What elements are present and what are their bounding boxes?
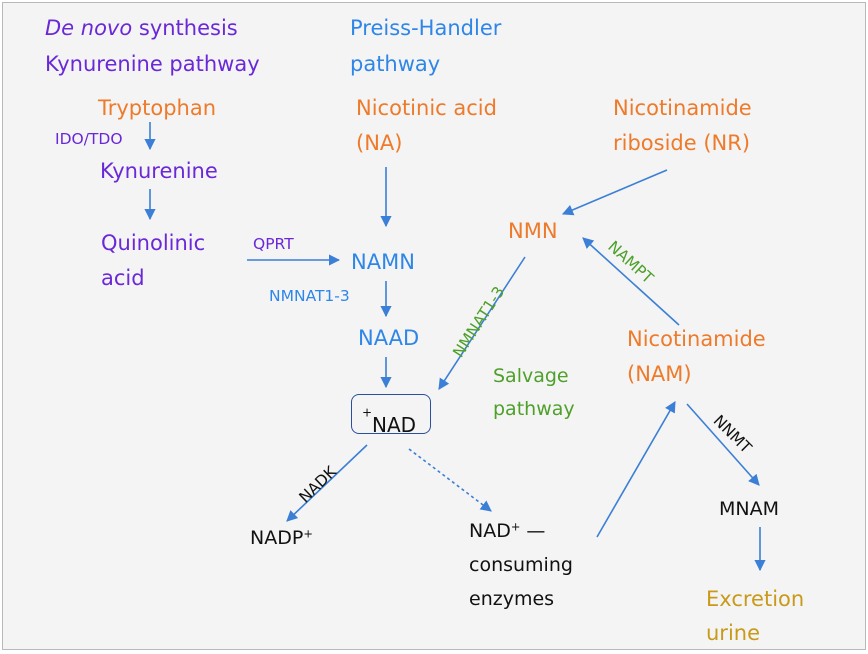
arrow-nam-mnam [686,403,760,486]
consuming-nad-superscript: + [510,519,521,534]
tryptophan-label: Tryptophan [98,96,217,120]
nadp-base: NADP [250,527,304,549]
nadp-label: NADP+ [250,526,313,549]
arrow-consuming-nam [596,401,676,538]
quinolinic-acid-label-line2: acid [101,266,145,290]
nad-label: NAD+ [362,404,416,437]
salvage-pathway-header-line2: pathway [493,398,575,420]
nicotinamide-riboside-label-line1: Nicotinamide [613,96,752,120]
denovo-synthesis-header: De novo synthesis [45,18,238,39]
arrow-nmn-nad [438,256,526,390]
arrow-nad-consuming [408,448,492,512]
pathway-arrows [144,122,766,572]
nadp-superscript: + [303,526,313,541]
kynurenine-pathway-header: Kynurenine pathway [45,52,260,76]
nicotinamide-label-line2: (NAM) [627,362,692,386]
qprt-enzyme-label: QPRT [253,235,294,253]
arrow-nam-nmn [582,237,680,326]
nad-box: NAD+ [351,394,431,437]
consuming-dash: — [520,520,546,542]
naad-label: NAAD [358,326,420,350]
namn-label: NAMN [351,250,415,274]
excretion-label-line2: urine [706,621,761,645]
nad-superscript: + [362,405,373,420]
quinolinic-acid-label-line1: Quinolinic [101,231,206,255]
nicotinamide-riboside-label-line2: riboside (NR) [613,131,751,155]
salvage-pathway-header-line1: Salvage [493,365,569,387]
arrow-nad-nadp [286,444,368,522]
kynurenine-label: Kynurenine [100,159,218,183]
denovo-italic: De novo [45,16,133,40]
nicotinic-acid-label-line1: Nicotinic acid [356,96,497,120]
nmn-label: NMN [508,219,558,243]
preiss-handler-header-line2: pathway [350,52,441,76]
nad-consuming-enzymes-line1: NAD+ — [469,519,546,542]
excretion-label-line1: Excretion [706,587,805,611]
preiss-handler-header-line1: Preiss-Handler [350,16,502,40]
arrow-nr-nmn [561,169,668,216]
ido-tdo-enzyme-label: IDO/TDO [55,130,123,148]
mnam-label: MNAM [719,498,779,520]
nad-consuming-enzymes-line3: enzymes [469,588,555,610]
nad-base: NAD [372,413,417,437]
nicotinic-acid-label-line2: (NA) [356,131,403,155]
nad-consuming-enzymes-line2: consuming [469,554,573,576]
nmnat-blue-enzyme-label: NMNAT1-3 [269,287,350,305]
consuming-nad-base: NAD [469,520,511,542]
nicotinamide-label-line1: Nicotinamide [627,327,766,351]
denovo-rest: synthesis [132,16,238,40]
